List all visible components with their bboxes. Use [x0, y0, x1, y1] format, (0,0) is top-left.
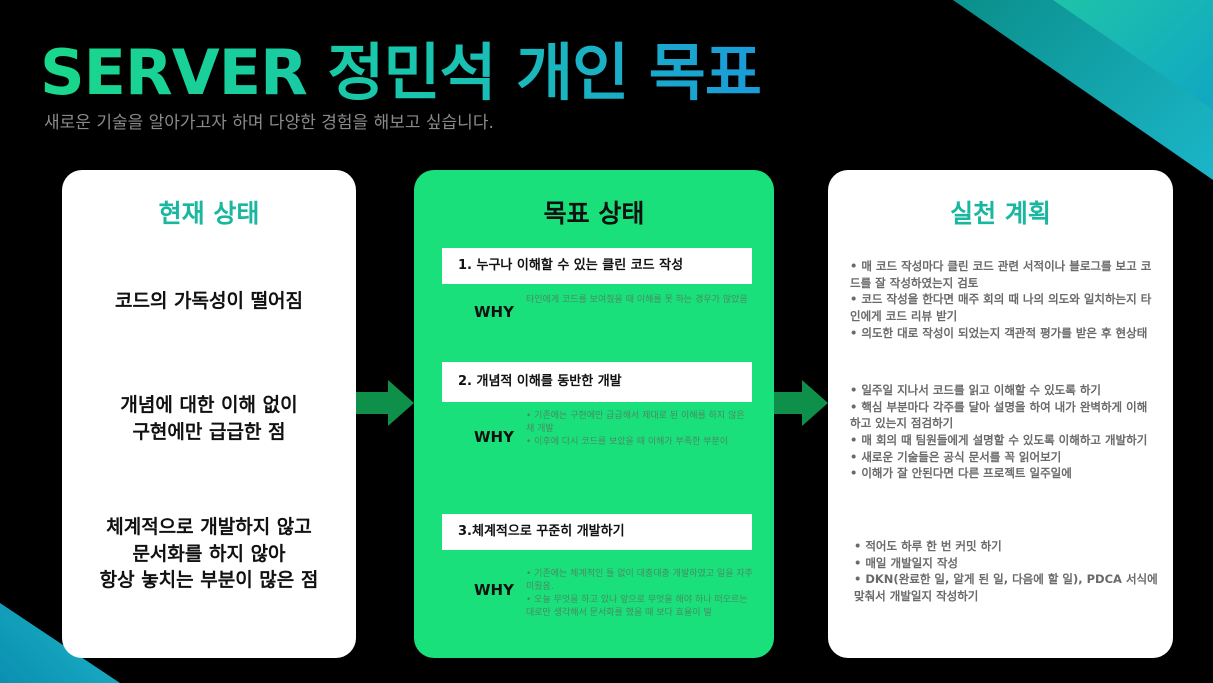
plan-block-2: • 일주일 지나서 코드를 읽고 이해할 수 있도록 하기 • 핵심 부분마다 … — [850, 382, 1156, 482]
goal-state-card: 목표 상태 1. 누구나 이해할 수 있는 클린 코드 작성 WHY 타인에게 … — [414, 170, 774, 658]
current-state-item-2-line-1: 개념에 대한 이해 없이 — [120, 394, 298, 416]
plan-block-2-line-5: • 이해가 잘 안된다면 다른 프로젝트 일주일에 — [850, 466, 1072, 481]
arrow-right-icon — [356, 380, 414, 426]
current-state-item-2-line-2: 구현에만 급급한 점 — [132, 420, 286, 443]
plan-block-1-line-1: • 매 코드 작성마다 클린 코드 관련 서적이나 블로그를 보고 코드를 잘 … — [850, 259, 1152, 290]
plan-block-3-line-1: • 적어도 하루 한 번 커밋 하기 — [854, 539, 1002, 553]
plan-block-3: • 적어도 하루 한 번 커밋 하기 • 매일 개발일지 작성 • DKN(완료… — [854, 538, 1160, 605]
goal-item-1: 1. 누구나 이해할 수 있는 클린 코드 작성 — [442, 248, 752, 284]
current-state-title: 현재 상태 — [158, 199, 260, 228]
arrow-right-icon — [774, 380, 828, 426]
why-text-3: • 기존에는 체계적인 틀 없이 대충대충 개발하였고 일을 자주 미뤘음. •… — [526, 568, 754, 620]
plan-block-1-line-2: • 코드 작성을 한다면 매주 회의 때 나의 의도와 일치하는지 타인에게 코… — [850, 292, 1152, 324]
plan-title: 실천 계획 — [950, 199, 1051, 228]
plan-block-3-line-3: • DKN(완료한 일, 알게 된 일, 다음에 할 일), PDCA 서식에 … — [854, 572, 1158, 604]
why-text-3-line-2: • 오늘 무엇을 하고 있나 앞으로 무엇을 해야 하나 떠오르는 대로만 생각… — [526, 595, 748, 619]
goal-item-3: 3.체계적으로 꾸준히 개발하기 — [442, 514, 752, 550]
plan-block-3-line-2: • 매일 개발일지 작성 — [854, 555, 959, 570]
why-text-2: • 기존에는 구현에만 급급해서 제대로 된 이해를 하지 않은 채 개발 • … — [526, 410, 754, 449]
current-state-item-2: 개념에 대한 이해 없이 구현에만 급급한 점 — [62, 392, 356, 445]
why-text-2-line-1: • 기존에는 구현에만 급급해서 제대로 된 이해를 하지 않은 채 개발 — [526, 411, 745, 435]
why-text-2-line-2: • 이후에 다시 코드를 보았을 때 이해가 부족한 부분이 — [526, 437, 729, 448]
plan-block-2-line-2: • 핵심 부분마다 각주를 달아 설명을 하여 내가 완벽하게 이해하고 있는지… — [850, 399, 1148, 431]
why-label-1: WHY — [474, 303, 514, 321]
current-state-card: 현재 상태 코드의 가독성이 떨어짐 개념에 대한 이해 없이 구현에만 급급한… — [62, 170, 356, 658]
current-state-item-1-text: 코드의 가독성이 떨어짐 — [114, 290, 304, 312]
current-state-item-3-line-2: 문서화를 하지 않아 — [132, 542, 286, 565]
plan-block-2-line-1: • 일주일 지나서 코드를 읽고 이해할 수 있도록 하기 — [850, 383, 1101, 397]
why-label-3: WHY — [474, 581, 514, 599]
why-label-2: WHY — [474, 428, 514, 446]
why-text-1: 타인에게 코드를 보여줬을 때 이해를 못 하는 경우가 많았음 — [526, 295, 748, 305]
goal-state-title: 목표 상태 — [543, 199, 645, 228]
current-state-item-3-line-3: 항상 놓치는 부분이 많은 점 — [99, 569, 319, 592]
plan-block-1: • 매 코드 작성마다 클린 코드 관련 서적이나 블로그를 보고 코드를 잘 … — [850, 258, 1156, 341]
page-title: SERVER 정민석 개인 목표 — [40, 22, 762, 112]
plan-block-1-line-3: • 의도한 대로 작성이 되었는지 객관적 평가를 받은 후 현상태 — [850, 325, 1148, 340]
current-state-item-3-line-1: 체계적으로 개발하지 않고 — [106, 516, 312, 538]
page-subtitle: 새로운 기술을 알아가고자 하며 다양한 경험을 해보고 싶습니다. — [44, 113, 494, 133]
current-state-item-1: 코드의 가독성이 떨어짐 — [62, 288, 356, 315]
plan-card: 실천 계획 • 매 코드 작성마다 클린 코드 관련 서적이나 블로그를 보고 … — [828, 170, 1173, 658]
goal-item-2: 2. 개념적 이해를 동반한 개발 — [442, 362, 752, 402]
current-state-item-3: 체계적으로 개발하지 않고 문서화를 하지 않아 항상 놓치는 부분이 많은 점 — [62, 514, 356, 594]
plan-block-2-line-4: • 새로운 기술들은 공식 문서를 꼭 읽어보기 — [850, 449, 1062, 464]
why-text-3-line-1: • 기존에는 체계적인 틀 없이 대충대충 개발하였고 일을 자주 미뤘음. — [526, 569, 753, 593]
plan-block-2-line-3: • 매 회의 때 팀원들에게 설명할 수 있도록 이해하고 개발하기 — [850, 433, 1148, 448]
